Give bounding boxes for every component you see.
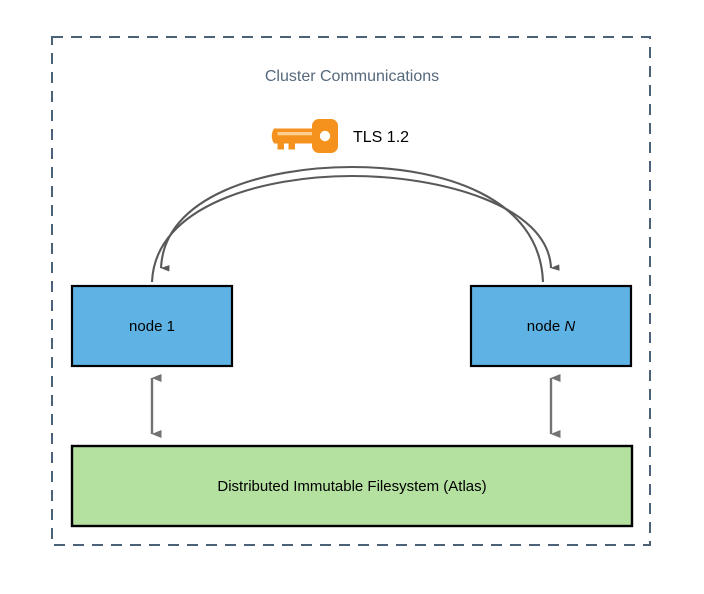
node-1-box[interactable]: node 1 [70,284,234,368]
node-n-label: node N [527,318,576,335]
filesystem-box[interactable]: Distributed Immutable Filesystem (Atlas) [70,444,634,528]
cluster-boundary [51,36,651,546]
cluster-title: Cluster Communications [265,68,439,85]
tls-version-label: TLS 1.2 [353,129,409,146]
filesystem-label: Distributed Immutable Filesystem (Atlas) [217,478,486,495]
node-1-label: node 1 [129,318,175,335]
node-n-box[interactable]: node N [469,284,633,368]
node1-to-nodeN-arc [150,174,560,283]
nodeN-to-node1-arc [159,165,545,283]
key-icon [271,119,338,153]
